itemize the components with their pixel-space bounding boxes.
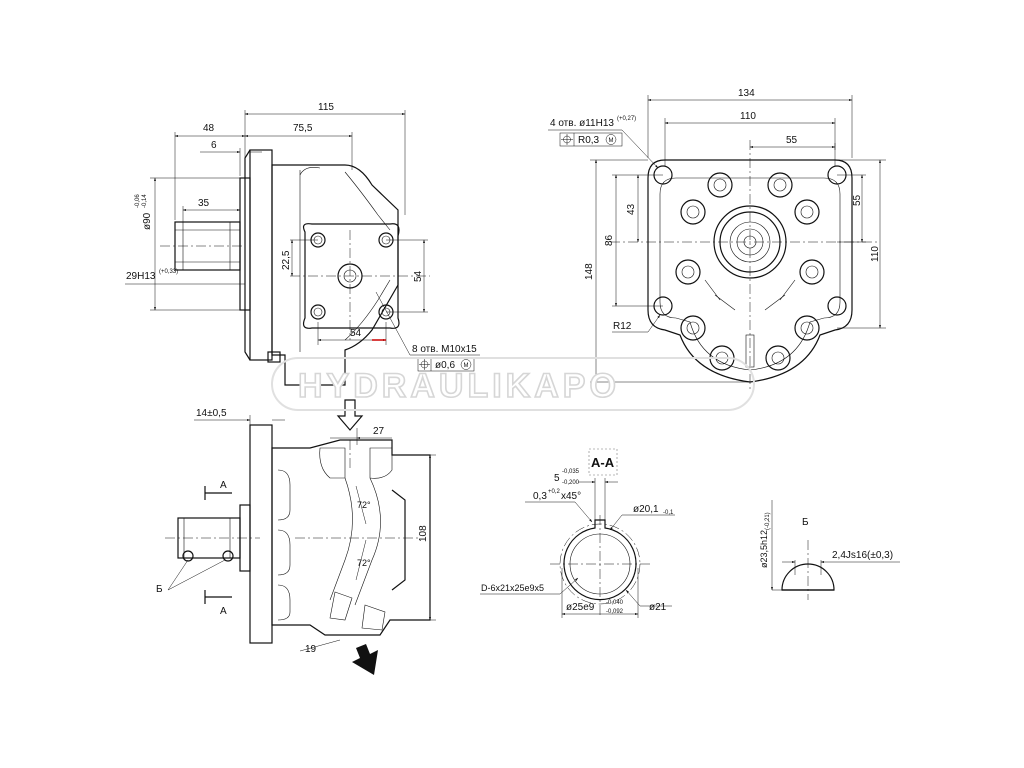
dim-19: 19 (305, 644, 317, 655)
dim-110-right: 110 (870, 246, 881, 262)
dim-23-5: ø23,5h12 (759, 530, 769, 568)
dim-110-top: 110 (740, 111, 756, 122)
dim-14: 14±0,5 (196, 408, 227, 419)
dim-75-5: 75,5 (293, 123, 313, 134)
chamfer-angle: x45° (561, 491, 581, 502)
chamfer-value: 0,3 (533, 491, 547, 502)
holes-tol-side: ø0,6 (435, 360, 455, 371)
inner-bolts (675, 172, 825, 371)
dim-23-5-tol: (-0,21) (765, 512, 771, 530)
detail-mark: Б (156, 584, 163, 595)
dim-25e9-tol-up: -0,040 (606, 600, 624, 606)
section-mark-top: А (220, 480, 227, 491)
dim-2-4-js16: 2,4Js16(±0,3) (832, 550, 893, 561)
dim-90-tol-dn: -0,14 (142, 194, 148, 208)
dim-29h13: 29H13 (126, 271, 156, 282)
angle-72-bottom: 72° (357, 558, 371, 568)
dim-25e9-tol-dn: -0,092 (606, 609, 624, 615)
angle-72-top: 72° (357, 500, 371, 510)
dim-43: 43 (626, 203, 637, 215)
holes-note-front-tol: (+0,27) (617, 116, 636, 122)
detail-b: Б ø23,5h12 (-0,21) 2,4Js16(±0,3) (759, 500, 900, 600)
dim-20-1: ø20,1 (633, 504, 659, 515)
section-mark-bottom: А (220, 606, 227, 617)
spline-spec: D-6x21x25e9x5 (481, 583, 544, 593)
holes-tol-side-mod: M (464, 363, 469, 369)
dim-115: 115 (318, 102, 334, 113)
holes-note-front: 4 отв. ø11H13 (550, 118, 614, 129)
pos-tol-front-mod: M (609, 138, 614, 144)
dim-35: 35 (198, 198, 210, 209)
key-width-up: -0,035 (562, 469, 580, 475)
dim-55-right: 55 (852, 194, 863, 206)
detail-b-title: Б (802, 517, 809, 528)
side-view: 115 48 75,5 6 35 ø90 -0,06 -0,14 29H13 (… (125, 102, 480, 386)
dim-90: ø90 (142, 212, 153, 230)
dim-108: 108 (418, 525, 429, 542)
dim-48: 48 (203, 123, 215, 134)
key-width: 5 (554, 473, 560, 484)
dim-86: 86 (604, 234, 615, 246)
dim-54-h: 54 (350, 328, 362, 339)
section-aa-title: А-А (591, 455, 615, 470)
dim-134: 134 (738, 88, 755, 99)
dim-148: 148 (584, 263, 595, 280)
dim-22-5: 22,5 (281, 250, 292, 270)
front-view: 134 110 55 43 86 148 55 110 R12 4 отв. ø… (548, 88, 886, 390)
dim-90-tol-up: -0,06 (135, 194, 141, 208)
watermark: HYDRAULIKAPO (271, 357, 755, 411)
section-aa: А-А 5 -0,035 -0,200 0,3 +0,2 x45° ø20,1 … (480, 448, 675, 618)
dim-6: 6 (211, 140, 217, 151)
key-width-dn: -0,200 (562, 480, 580, 486)
dim-29h13-tol: (+0,33) (159, 269, 178, 275)
dim-21: ø21 (649, 602, 667, 613)
dim-54-v: 54 (413, 270, 424, 282)
pos-tol-front: R0,3 (578, 135, 600, 146)
chamfer-tol: +0,2 (548, 489, 561, 495)
watermark-text: HYDRAULIKAPO (298, 367, 620, 405)
dim-r12: R12 (613, 321, 632, 332)
holes-note-side: 8 отв. M10x15 (412, 344, 477, 355)
dim-20-1-tol: -0,1 (663, 510, 674, 516)
dim-27: 27 (373, 426, 385, 437)
section-view: А А Б 14±0,5 27 108 72° 72° 19 (156, 399, 436, 675)
dim-25e9: ø25e9 (566, 602, 595, 613)
dim-55-top: 55 (786, 135, 798, 146)
